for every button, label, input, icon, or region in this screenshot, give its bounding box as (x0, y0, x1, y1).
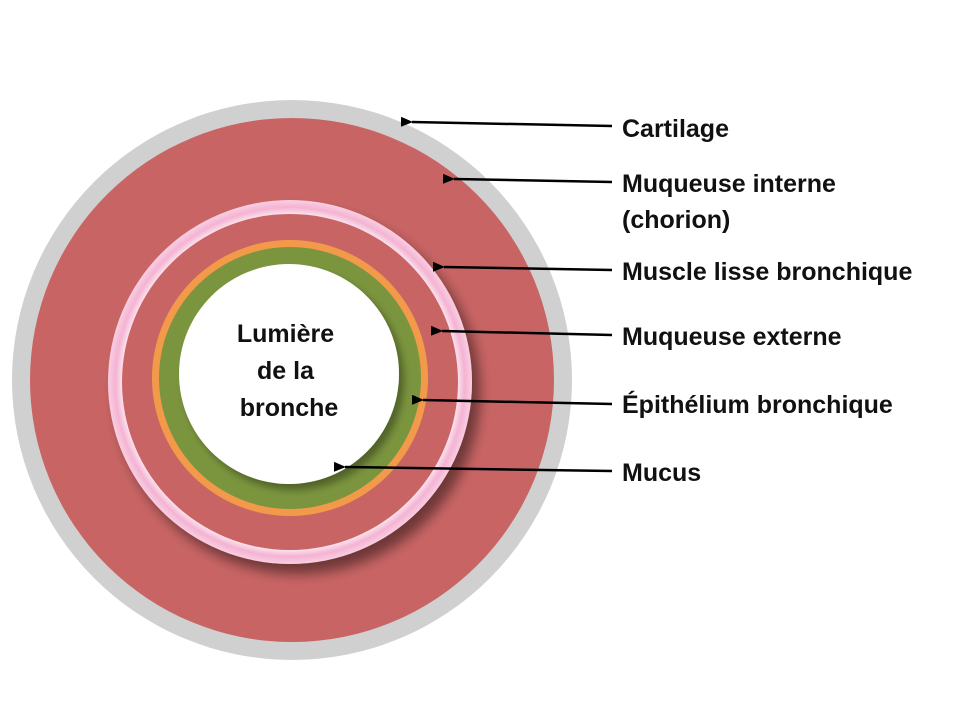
label-mucus: Mucus (622, 459, 701, 487)
label-muqueuse-externe: Muqueuse externe (622, 323, 842, 351)
lumen (179, 264, 399, 484)
arrow-cartilage (400, 116, 613, 128)
arrow-muscle-lisse (432, 261, 613, 272)
label-epithelium: Épithélium bronchique (622, 390, 893, 419)
arrow-muqueuse-interne (442, 173, 613, 184)
lumen-label-line-1: Lumière (237, 320, 334, 348)
label-muqueuse-interne: Muqueuse interne (chorion) (622, 170, 843, 234)
lumen-label-line-3: bronche (240, 394, 339, 422)
arrow-muqueuse-externe (430, 325, 613, 337)
lumen-label-line-2: de la (257, 357, 315, 385)
label-muscle-lisse: Muscle lisse bronchique (622, 258, 912, 286)
label-cartilage: Cartilage (622, 115, 729, 143)
label-muqueuse-interne-line-1: Muqueuse interne (622, 170, 836, 198)
lumen-label: Lumière de la bronche (237, 320, 341, 422)
label-muqueuse-interne-line-2: (chorion) (622, 206, 730, 234)
arrow-mucus (333, 461, 613, 473)
arrow-epithelium (411, 394, 613, 406)
